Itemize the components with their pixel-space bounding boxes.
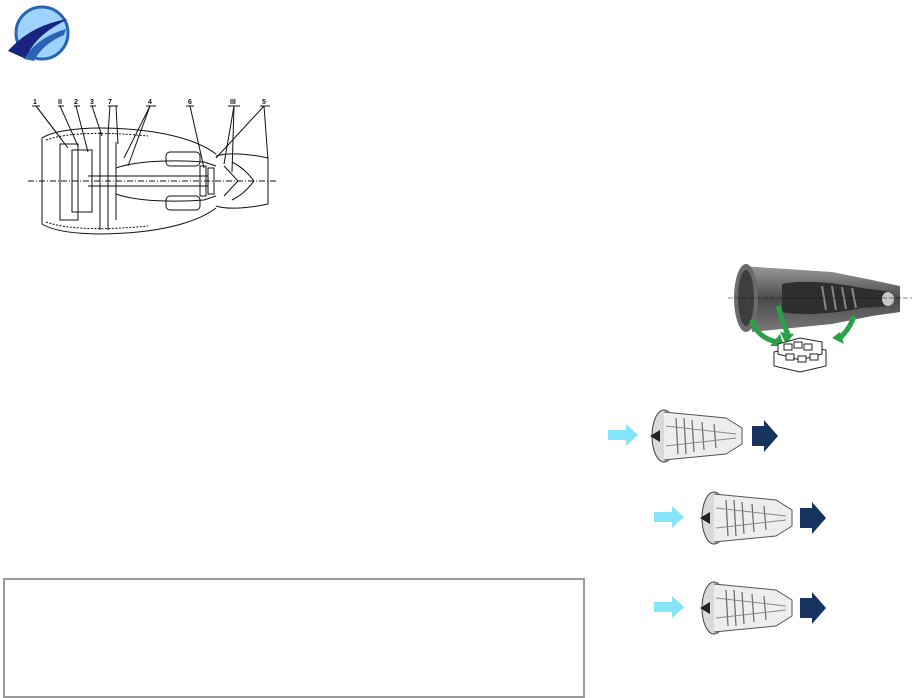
airline-logo-icon	[8, 5, 70, 61]
callout-label: 3	[90, 99, 94, 106]
engine-airflow-row	[606, 404, 796, 468]
engine-airflow-row	[652, 486, 842, 550]
callout-label: III	[230, 99, 236, 106]
turbofan-cutaway-icon	[654, 581, 826, 635]
engine-module-cutaway-icon	[728, 264, 912, 373]
callout-label: 6	[188, 99, 192, 106]
callout-label: 5	[262, 99, 266, 106]
turbofan-cutaway-icon	[608, 409, 778, 463]
text-box	[3, 578, 585, 698]
callout-label: 7	[108, 99, 112, 106]
callout-label: 4	[148, 99, 152, 106]
callout-label: II	[58, 99, 62, 106]
callout-label: 2	[74, 99, 78, 106]
turbofan-cutaway-icon	[654, 491, 826, 545]
callout-label: 1	[33, 99, 37, 106]
engine-airflow-row	[652, 576, 842, 640]
engine-schematic-diagram: 1 II 2 3 7 4 6 III 5	[28, 99, 278, 235]
